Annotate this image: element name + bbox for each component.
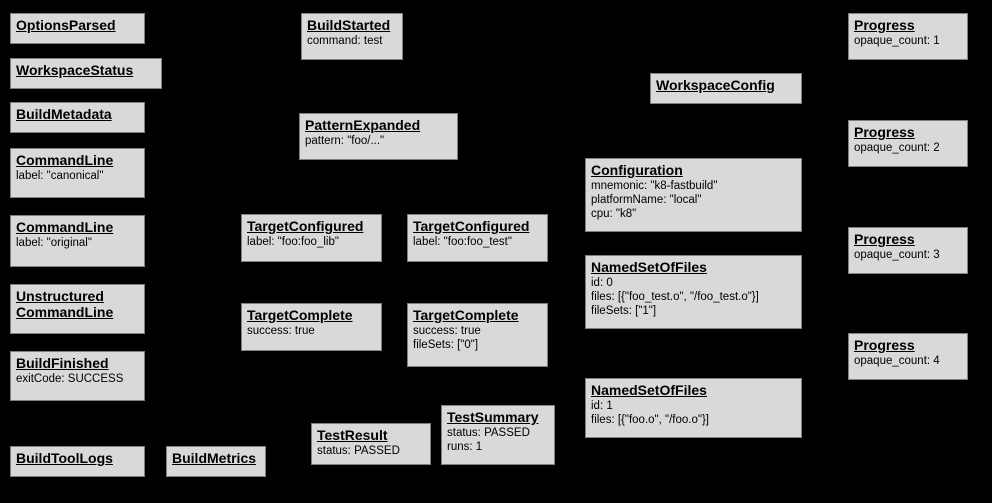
- node-command-line-original[interactable]: CommandLine label: "original": [10, 215, 145, 267]
- node-title: OptionsParsed: [16, 17, 116, 33]
- node-fields: label: "original": [16, 237, 92, 249]
- node-build-metadata[interactable]: BuildMetadata: [10, 102, 145, 133]
- node-title: BuildMetadata: [16, 106, 112, 122]
- node-fields: opaque_count: 1: [854, 35, 940, 47]
- node-title: NamedSetOfFiles: [591, 259, 707, 275]
- node-fields: id: 1 files: [{"foo.o", "/foo.o"}]: [591, 400, 709, 426]
- node-title: TestSummary: [447, 409, 539, 425]
- node-named-set-of-files-1[interactable]: NamedSetOfFiles id: 1 files: [{"foo.o", "…: [585, 378, 802, 438]
- node-build-started[interactable]: BuildStarted command: test: [301, 13, 403, 60]
- node-fields: status: PASSED: [317, 445, 400, 457]
- node-fields: mnemonic: "k8-fastbuild" platformName: "…: [591, 180, 718, 220]
- node-fields: command: test: [307, 35, 383, 47]
- node-target-complete-test[interactable]: TargetComplete success: true fileSets: ["…: [407, 303, 548, 367]
- node-title: PatternExpanded: [305, 117, 421, 133]
- node-target-complete-lib[interactable]: TargetComplete success: true: [241, 303, 382, 351]
- node-title: BuildStarted: [307, 17, 391, 33]
- node-title: Progress: [854, 17, 915, 33]
- node-title: Progress: [854, 124, 915, 140]
- node-options-parsed[interactable]: OptionsParsed: [10, 13, 145, 44]
- node-title: BuildFinished: [16, 355, 109, 371]
- node-fields: label: "foo:foo_test": [413, 236, 512, 248]
- node-progress-2[interactable]: Progress opaque_count: 2: [848, 120, 968, 167]
- node-fields: opaque_count: 4: [854, 355, 940, 367]
- node-title: WorkspaceConfig: [656, 77, 775, 93]
- node-title: WorkspaceStatus: [16, 62, 134, 78]
- node-fields: opaque_count: 2: [854, 142, 940, 154]
- node-title: TestResult: [317, 427, 388, 443]
- node-fields: pattern: "foo/...": [305, 135, 385, 147]
- node-title: Progress: [854, 231, 915, 247]
- node-title: BuildToolLogs: [16, 450, 113, 466]
- node-workspace-config[interactable]: WorkspaceConfig: [650, 73, 802, 104]
- node-progress-4[interactable]: Progress opaque_count: 4: [848, 333, 968, 380]
- node-title: TargetComplete: [413, 307, 519, 323]
- node-title: TargetConfigured: [247, 218, 364, 234]
- node-command-line-canonical[interactable]: CommandLine label: "canonical": [10, 148, 145, 198]
- node-test-result[interactable]: TestResult status: PASSED: [311, 423, 431, 465]
- node-progress-3[interactable]: Progress opaque_count: 3: [848, 227, 968, 274]
- node-title: TargetComplete: [247, 307, 353, 323]
- node-test-summary[interactable]: TestSummary status: PASSED runs: 1: [441, 405, 555, 465]
- node-target-configured-lib[interactable]: TargetConfigured label: "foo:foo_lib": [241, 214, 382, 262]
- node-progress-1[interactable]: Progress opaque_count: 1: [848, 13, 968, 60]
- node-fields: opaque_count: 3: [854, 249, 940, 261]
- node-named-set-of-files-0[interactable]: NamedSetOfFiles id: 0 files: [{"foo_test.…: [585, 255, 802, 329]
- node-title: CommandLine: [16, 152, 114, 168]
- node-build-finished[interactable]: BuildFinished exitCode: SUCCESS: [10, 351, 145, 401]
- node-fields: id: 0 files: [{"foo_test.o", "/foo_test.…: [591, 277, 759, 317]
- node-title: CommandLine: [16, 219, 114, 235]
- node-target-configured-test[interactable]: TargetConfigured label: "foo:foo_test": [407, 214, 548, 262]
- node-title: Configuration: [591, 162, 683, 178]
- node-title: Unstructured CommandLine: [16, 288, 114, 320]
- node-fields: label: "foo:foo_lib": [247, 236, 339, 248]
- node-pattern-expanded[interactable]: PatternExpanded pattern: "foo/...": [299, 113, 458, 160]
- node-fields: exitCode: SUCCESS: [16, 373, 124, 385]
- node-fields: label: "canonical": [16, 170, 104, 182]
- node-build-tool-logs[interactable]: BuildToolLogs: [10, 446, 145, 477]
- node-fields: success: true fileSets: ["0"]: [413, 325, 481, 351]
- node-title: Progress: [854, 337, 915, 353]
- node-unstructured-command-line[interactable]: Unstructured CommandLine: [10, 284, 145, 334]
- node-title: TargetConfigured: [413, 218, 530, 234]
- node-build-metrics[interactable]: BuildMetrics: [166, 446, 266, 477]
- node-configuration[interactable]: Configuration mnemonic: "k8-fastbuild" pl…: [585, 158, 802, 232]
- node-fields: status: PASSED runs: 1: [447, 427, 530, 453]
- node-title: NamedSetOfFiles: [591, 382, 707, 398]
- node-fields: success: true: [247, 325, 315, 337]
- node-workspace-status[interactable]: WorkspaceStatus: [10, 58, 162, 89]
- node-title: BuildMetrics: [172, 450, 257, 466]
